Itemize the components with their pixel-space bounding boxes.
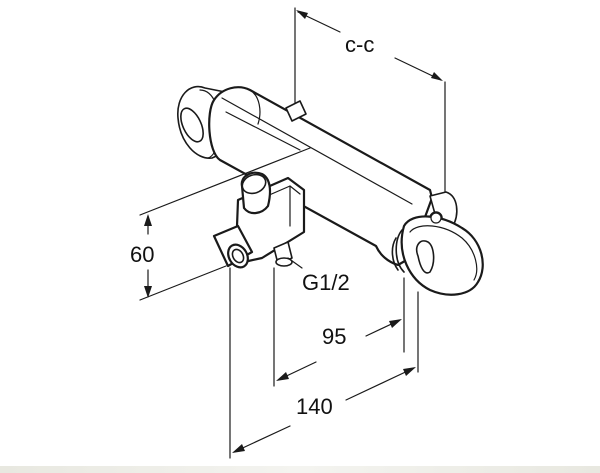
dim140-arrow-left xyxy=(232,444,245,453)
dimension-140: 140 xyxy=(229,267,419,459)
dimension-95: 95 xyxy=(273,267,405,387)
left-cap-slot xyxy=(180,107,204,143)
diverter-knob-top xyxy=(241,173,267,195)
body-top-edge xyxy=(221,97,413,205)
dim140-label: 140 xyxy=(296,394,333,419)
g12-connection-end xyxy=(275,257,293,267)
knob-grip-slot xyxy=(415,240,435,274)
dimension-60: 60 xyxy=(130,147,311,301)
cc-label: c-c xyxy=(345,32,374,57)
dim60-extension-bottom xyxy=(139,265,227,301)
g12-label: G1/2 xyxy=(302,270,350,295)
dim60-label: 60 xyxy=(130,242,154,267)
bottom-strip xyxy=(0,466,600,473)
thread-callout: G1/2 xyxy=(287,257,350,295)
knob-rim xyxy=(409,225,478,281)
body-highlight xyxy=(225,111,301,151)
body-ridge xyxy=(249,89,261,125)
top-stub xyxy=(285,100,307,122)
thermostatic-knob xyxy=(400,215,484,296)
dim95-arrow-left xyxy=(276,372,289,381)
knob-back-ring xyxy=(395,229,405,273)
mixer-body xyxy=(177,85,484,296)
spout-assembly xyxy=(212,171,306,269)
g12-leader xyxy=(287,257,303,269)
dim140-line-b xyxy=(345,367,415,401)
dim60-arrow-bottom xyxy=(144,286,152,298)
dimension-cc: c-c xyxy=(294,7,446,196)
spout-outlet-inner xyxy=(231,248,245,264)
dim95-label: 95 xyxy=(322,324,346,349)
dim95-arrow-right xyxy=(389,319,402,328)
knob-indicator xyxy=(430,212,442,224)
knob-back-ring-2 xyxy=(391,237,399,271)
dim60-extension-top xyxy=(139,147,311,216)
dim60-arrow-top xyxy=(144,214,152,226)
dim140-arrow-right xyxy=(403,367,416,376)
cc-arrow-right xyxy=(431,72,443,81)
cc-arrow-left xyxy=(296,10,308,19)
